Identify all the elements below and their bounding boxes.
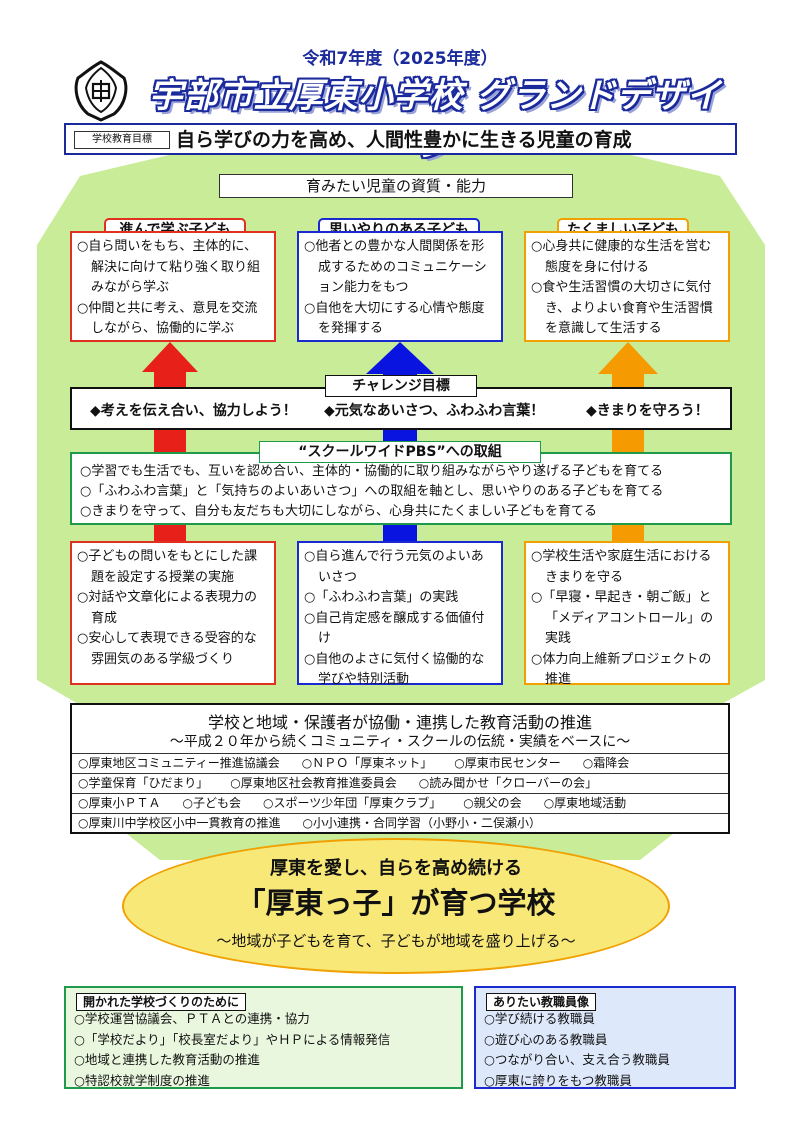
community-row: ○学童保育「ひだまり」 ○厚東地区社会教育推進委員会 ○読み聞かせ「クローバーの会」	[72, 773, 728, 793]
education-goal-tag: 学校教育目標	[74, 131, 170, 149]
education-goal-bar: 学校教育目標 自ら学びの力を高め、人間性豊かに生きる児童の育成	[64, 123, 737, 155]
quality-box-caring: ○他者との豊かな人間関係を形成するためのコミュニケーション能力をもつ ○自他を大…	[297, 231, 503, 342]
pbs-item: ○「ふわふわ言葉」と「気持ちのよいあいさつ」への取組を軸とし、思いやりのある子ど…	[80, 484, 664, 499]
ideal-staff-label: ありたい教職員像	[486, 993, 597, 1011]
action-item: ○子どもの問いをもとにした課題を設定する授業の実施	[77, 549, 258, 585]
action-item: ○「ふわふわ言葉」の実践	[304, 590, 459, 605]
community-item: ○子ども会	[182, 796, 241, 810]
pbs-item: ○きまりを守って、自分も友だちも大切にしながら、心身共にたくましい子どもを育てる	[80, 504, 598, 519]
quality-box-learning: ○自ら問いをもち、主体的に、解決に向けて粘り強く取り組みながら学ぶ ○仲間と共に…	[70, 231, 276, 342]
community-box: 学校と地域・保護者が協働・連携した教育活動の推進 ～平成２０年から続くコミュニテ…	[70, 703, 730, 834]
school-vision-ellipse: 厚東を愛し、自らを高め続ける 「厚東っ子」が育つ学校 ～地域が子どもを育て、子ど…	[122, 838, 670, 974]
vision-line-2: 「厚東っ子」が育つ学校	[236, 886, 556, 920]
quality-item: ○心身共に健康的な生活を営む態度を身に付ける	[531, 239, 712, 275]
quality-item: ○自ら問いをもち、主体的に、解決に向けて粘り強く取り組みながら学ぶ	[77, 239, 261, 295]
action-item: ○学校生活や家庭生活におけるきまりを守る	[531, 549, 712, 585]
community-item: ○厚東地区社会教育推進委員会	[230, 776, 397, 790]
open-school-label: 開かれた学校づくりのために	[76, 993, 247, 1011]
community-title: 学校と地域・保護者が協働・連携した教育活動の推進	[207, 713, 592, 732]
action-box-resilient: ○学校生活や家庭生活におけるきまりを守る ○「早寝・早起き・朝ご飯」と「メディア…	[524, 541, 730, 687]
action-item: ○安心して表現できる受容的な雰囲気のある学級づくり	[77, 631, 257, 667]
quality-item: ○他者との豊かな人間関係を形成するためのコミュニケーション能力をもつ	[304, 239, 487, 295]
community-item: ○厚東川中学校区小中一貫教育の推進	[78, 816, 281, 830]
action-item: ○対話や文章化による表現力の育成	[77, 590, 257, 626]
action-item: ○自ら進んで行う元気のよいあいさつ	[304, 549, 484, 585]
quality-item: ○仲間と共に考え、意見を交流しながら、協働的に学ぶ	[77, 300, 258, 337]
community-row: ○厚東小ＰＴＡ ○子ども会 ○スポーツ少年団「厚東クラブ」 ○親父の会 ○厚東地域活動	[72, 793, 728, 813]
community-item: ○ＮＰＯ「厚東ネット」	[301, 756, 433, 770]
action-item: ○自己肯定感を醸成する価値付け	[304, 610, 485, 647]
action-box-caring: ○自ら進んで行う元気のよいあいさつ ○「ふわふわ言葉」の実践 ○自己肯定感を醸成…	[297, 541, 503, 687]
community-row: ○厚東川中学校区小中一貫教育の推進 ○小小連携・合同学習（小野小・二俣瀬小）	[72, 813, 728, 833]
quality-item: ○食や生活習慣の大切さに気付き、よりよい食育や生活習慣を意識して生活する	[531, 280, 713, 336]
community-row: ○厚東地区コミュニティー推進協議会 ○ＮＰＯ「厚東ネット」 ○厚東市民センター ○霜降…	[72, 753, 728, 773]
education-goal-text: 自ら学びの力を高め、人間性豊かに生きる児童の育成	[176, 129, 632, 151]
community-subtitle: ～平成２０年から続くコミュニティ・スクールの伝統・実績をベースに～	[169, 734, 631, 750]
community-item: ○スポーツ少年団「厚東クラブ」	[262, 796, 442, 810]
challenge-item: ◆元気なあいさつ、ふわふわ言葉！	[324, 403, 545, 419]
list-item: ○特認校就学制度の推進	[74, 1072, 210, 1088]
quality-item: ○自他を大切にする心情や態度を発揮する	[304, 300, 485, 337]
list-item: ○つながり合い、支え合う教職員	[484, 1052, 670, 1067]
list-item: ○遊び心のある教職員	[484, 1031, 608, 1047]
list-item: ○学び続ける教職員	[484, 1011, 595, 1026]
fiscal-year: 令和7年度（2025年度）	[302, 49, 498, 69]
qualities-header: 育みたい児童の資質・能力	[219, 174, 573, 198]
ideal-staff-box: ありたい教職員像 ○学び続ける教職員 ○遊び心のある教職員 ○つながり合い、支え…	[474, 986, 736, 1089]
pbs-item: ○学習でも生活でも、互いを認め合い、主体的・協働的に取り組みながらやり遂げる子ど…	[80, 464, 663, 479]
list-item: ○学校運営協議会、ＰＴＡとの連携・協力	[74, 1011, 310, 1026]
open-school-list: ○学校運営協議会、ＰＴＡとの連携・協力 ○「学校だより」「校長室だより」やＨＰに…	[74, 1009, 390, 1091]
action-box-learning: ○子どもの問いをもとにした課題を設定する授業の実施 ○対話や文章化による表現力の…	[70, 541, 276, 685]
action-item: ○自他のよさに気付く協働的な学びや特別活動	[304, 651, 485, 688]
list-item: ○「学校だより」「校長室だより」やＨＰによる情報発信	[74, 1031, 391, 1047]
open-school-box: 開かれた学校づくりのために ○学校運営協議会、ＰＴＡとの連携・協力 ○「学校だよ…	[64, 986, 463, 1089]
community-item: ○小小連携・合同学習（小野小・二俣瀬小）	[302, 816, 541, 830]
challenge-goals-label: チャレンジ目標	[325, 375, 477, 397]
community-item: ○厚東地域活動	[543, 796, 627, 810]
vision-line-3: ～地域が子どもを育て、子どもが地域を盛り上げる～	[216, 932, 576, 950]
challenge-item: ◆きまりを守ろう！	[586, 403, 709, 419]
ideal-staff-list: ○学び続ける教職員 ○遊び心のある教職員 ○つながり合い、支え合う教職員 ○厚東…	[484, 1009, 670, 1091]
list-item: ○地域と連携した教育活動の推進	[74, 1052, 260, 1067]
community-item: ○読み聞かせ「クローバーの会」	[418, 776, 598, 790]
action-item: ○「早寝・早起き・朝ご飯」と「メディアコントロール」の実践	[531, 590, 714, 646]
community-item: ○厚東地区コミュニティー推進協議会	[78, 756, 280, 770]
quality-box-resilient: ○心身共に健康的な生活を営む態度を身に付ける ○食や生活習慣の大切さに気付き、よ…	[524, 231, 730, 342]
community-item: ○学童保育「ひだまり」	[78, 776, 209, 790]
pbs-label: “スクールワイドPBS”への取組	[259, 441, 541, 463]
community-item: ○親父の会	[463, 796, 522, 810]
action-item: ○体力向上維新プロジェクトの推進	[531, 651, 712, 688]
community-item: ○厚東小ＰＴＡ	[78, 796, 161, 810]
challenge-item: ◆考えを伝え合い、協力しよう！	[90, 403, 297, 419]
list-item: ○厚東に誇りをもつ教職員	[484, 1072, 632, 1088]
community-item: ○厚東市民センター	[454, 756, 561, 770]
school-emblem-icon	[74, 60, 128, 122]
community-item: ○霜降会	[582, 756, 630, 770]
vision-line-1: 厚東を愛し、自らを高め続ける	[270, 858, 522, 879]
